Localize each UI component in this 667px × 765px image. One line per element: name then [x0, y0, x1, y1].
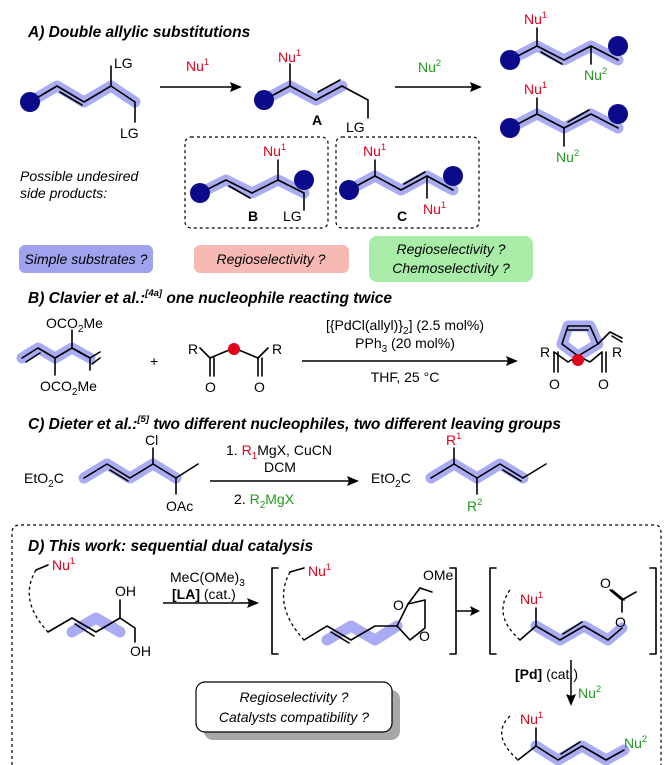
- product-c: EtO2C R1 R2: [371, 431, 547, 514]
- svg-text:R1: R1: [446, 431, 461, 448]
- substituent-dot: [20, 92, 40, 112]
- step1: 1. R1MgX, CuCN: [226, 442, 332, 462]
- svg-text:Nu1: Nu1: [423, 200, 446, 217]
- svg-text:O: O: [419, 628, 430, 644]
- svg-text:Nu1: Nu1: [278, 48, 301, 65]
- section-d-frame: [11, 524, 662, 765]
- badge-text: Regioselectivity ?: [397, 241, 506, 257]
- svg-text:OH: OH: [130, 643, 151, 659]
- compound-label-c: C: [397, 208, 407, 224]
- plus-sign: +: [150, 353, 158, 369]
- badge-regio-chemo: [369, 236, 533, 282]
- svg-text:R: R: [540, 344, 550, 360]
- svg-text:O: O: [600, 575, 611, 591]
- substrate-a: LG LG: [20, 55, 141, 141]
- svg-text:OH: OH: [115, 583, 136, 599]
- product-a2: Nu1 Nu2: [500, 80, 628, 165]
- svg-text:Nu1: Nu1: [520, 590, 543, 607]
- badge-text: Chemoselectivity ?: [392, 260, 510, 276]
- svg-text:R: R: [612, 344, 622, 360]
- substrate-c: EtO2C Cl OAc: [24, 432, 199, 514]
- section-a-title: A) Double allylic substitutions: [27, 24, 251, 41]
- svg-text:OMe: OMe: [423, 567, 454, 583]
- acetate-intermediate: Nu1 O O: [489, 567, 657, 655]
- malonate-b: R R O O: [188, 341, 282, 395]
- question-text: Catalysts compatibility ?: [219, 709, 369, 725]
- conditions-b: [{PdCl(allyl)}2] (2.5 mol%): [326, 317, 484, 337]
- svg-text:O: O: [393, 597, 404, 613]
- step2: 2. R2MgX: [234, 491, 295, 511]
- side-product-box-b: [184, 136, 329, 229]
- product-b: R R O O: [540, 320, 623, 392]
- pd-catalyst: [Pd] (cat.): [515, 666, 578, 682]
- svg-text:Nu1: Nu1: [263, 142, 286, 159]
- nu2-label: Nu2: [418, 58, 441, 75]
- svg-text:Nu2: Nu2: [556, 148, 579, 165]
- side-product-box-c: [335, 136, 480, 229]
- side-product-b: Nu1 B LG: [190, 142, 314, 224]
- conditions-b: PPh3 (20 mol%): [355, 335, 455, 355]
- svg-text:LG: LG: [346, 119, 365, 135]
- final-product-d: Nu1 Nu2: [501, 710, 647, 765]
- compound-label-b: B: [248, 208, 258, 224]
- svg-text:Nu1: Nu1: [308, 562, 331, 579]
- svg-text:LG: LG: [283, 208, 302, 224]
- question-text: Regioselectivity ?: [240, 689, 349, 705]
- substrate-d: Nu1 OH OH: [28, 556, 151, 659]
- svg-text:Nu1: Nu1: [524, 80, 547, 97]
- svg-text:Nu1: Nu1: [52, 556, 75, 573]
- conditions-b: THF, 25 °C: [371, 369, 440, 385]
- side-products-label: Possible undesired: [20, 168, 140, 184]
- badge-text: Simple substrates ?: [25, 251, 148, 267]
- svg-text:O: O: [598, 376, 609, 392]
- orthoester-intermediate: Nu1 OMe O O: [271, 562, 457, 655]
- svg-text:OCO2Me: OCO2Me: [46, 315, 103, 335]
- intermediate-a: Nu1 A LG: [254, 48, 369, 135]
- svg-text:O: O: [615, 614, 626, 630]
- product-a1: Nu1 Nu2: [500, 10, 628, 83]
- svg-text:Nu2: Nu2: [624, 734, 647, 751]
- svg-text:Nu2: Nu2: [578, 684, 601, 701]
- section-b-title: B) Clavier et al.:[4a] one nucleophile r…: [28, 288, 392, 307]
- compound-label-a: A: [312, 112, 322, 128]
- svg-text:R: R: [272, 341, 282, 357]
- reagent-d: MeC(OMe)3: [170, 569, 245, 589]
- lg-label: LG: [114, 55, 133, 71]
- section-d-title: D) This work: sequential dual catalysis: [28, 538, 313, 555]
- svg-text:O: O: [254, 379, 265, 395]
- side-products-label: side products:: [20, 185, 107, 201]
- svg-text:R: R: [188, 341, 198, 357]
- svg-text:R2: R2: [467, 497, 482, 514]
- svg-text:O: O: [549, 376, 560, 392]
- svg-text:Nu1: Nu1: [363, 142, 386, 159]
- svg-text:O: O: [205, 379, 216, 395]
- svg-text:EtO2C: EtO2C: [371, 470, 411, 490]
- step1-solvent: DCM: [264, 459, 296, 475]
- svg-text:OCO2Me: OCO2Me: [40, 378, 97, 398]
- nu1-label: Nu1: [186, 57, 209, 74]
- la-catalyst: [LA] (cat.): [172, 586, 236, 602]
- svg-text:Cl: Cl: [145, 432, 158, 448]
- section-c-title: C) Dieter et al.:[5] two different nucle…: [28, 414, 561, 433]
- question-box: [195, 681, 393, 733]
- substrate-b: OCO2Me OCO2Me: [16, 315, 103, 398]
- svg-text:Nu1: Nu1: [520, 710, 543, 727]
- badge-simple-substrates: [19, 245, 153, 273]
- arrowhead: [230, 82, 242, 92]
- badge-regioselectivity: [194, 245, 349, 273]
- side-product-c: Nu1 C Nu1: [339, 142, 463, 224]
- lg-label: LG: [120, 125, 139, 141]
- svg-text:Nu1: Nu1: [524, 10, 547, 27]
- svg-text:Nu2: Nu2: [584, 66, 607, 83]
- svg-text:OAc: OAc: [166, 498, 193, 514]
- badge-text: Regioselectivity ?: [217, 251, 326, 267]
- svg-text:EtO2C: EtO2C: [24, 470, 64, 490]
